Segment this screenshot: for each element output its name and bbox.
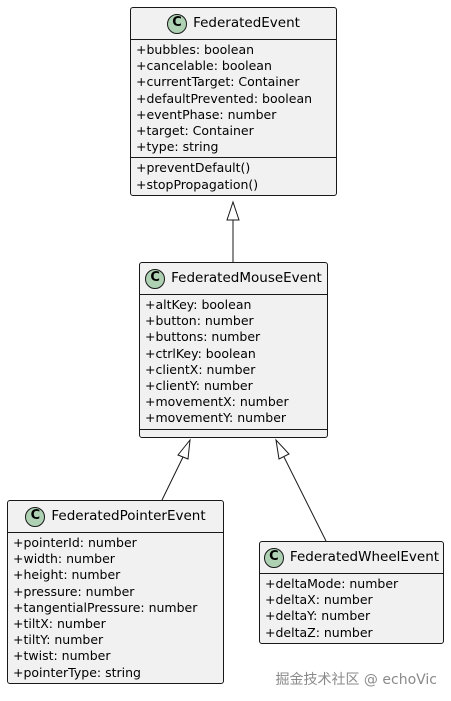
field: +tiltY: number [13, 632, 104, 648]
field: +ctrlKey: boolean [145, 345, 256, 361]
field: +bubbles: boolean [136, 42, 255, 57]
field: +defaultPrevented: boolean [136, 90, 313, 106]
field: +pointerType: string [13, 664, 141, 680]
watermark-text: 掘金技术社区 @ echoVic [275, 672, 437, 688]
field: +movementX: number [145, 394, 289, 410]
fields-section: +deltaMode: number +deltaX: number +delt… [260, 574, 443, 643]
class-c-icon: C [25, 506, 46, 527]
field: +pointerId: number [13, 535, 137, 550]
field: +height: number [13, 567, 121, 583]
class-c-icon: C [145, 268, 166, 289]
methods-section [140, 430, 327, 437]
class-name: FederatedWheelEvent [289, 549, 440, 566]
methods-section: +preventDefault() +stopPropagation() [131, 158, 336, 194]
class-name: FederatedPointerEvent [51, 508, 206, 525]
generalization-arrowhead [177, 438, 191, 460]
field: +cancelable: boolean [136, 58, 272, 74]
field: +eventPhase: number [136, 106, 277, 122]
field: +width: number [13, 551, 115, 567]
fields-section: +pointerId: number +width: number +heigh… [8, 533, 223, 683]
field: +deltaZ: number [265, 624, 373, 640]
class-header: C FederatedPointerEvent [8, 501, 223, 533]
class-header: C FederatedEvent [131, 8, 336, 40]
field: +currentTarget: Container [136, 74, 300, 90]
field: +clientY: number [145, 378, 253, 394]
field: +movementY: number [145, 410, 287, 426]
field: +pressure: number [13, 583, 135, 599]
generalization-arrowhead [226, 200, 240, 221]
field: +button: number [145, 313, 254, 329]
generalization-arrowhead [275, 438, 290, 460]
field: +altKey: boolean [145, 297, 252, 312]
class-federated-pointer-event: C FederatedPointerEvent +pointerId: numb… [7, 500, 224, 684]
class-federated-mouse-event: C FederatedMouseEvent +altKey: boolean +… [139, 262, 328, 438]
field: +type: string [136, 139, 219, 155]
field: +target: Container [136, 123, 254, 139]
class-name: FederatedMouseEvent [171, 270, 322, 287]
field: +tiltX: number [13, 616, 106, 632]
class-c-icon: C [167, 13, 188, 34]
edge-wheel-to-mouse [283, 456, 327, 542]
class-header: C FederatedWheelEvent [260, 542, 443, 574]
class-federated-event: C FederatedEvent +bubbles: boolean +canc… [130, 7, 337, 196]
fields-section: +bubbles: boolean +cancelable: boolean +… [131, 40, 336, 159]
edge-pointer-to-mouse [161, 456, 184, 501]
field: +twist: number [13, 648, 111, 664]
field: +deltaY: number [265, 608, 371, 624]
fields-section: +altKey: boolean +button: number +button… [140, 295, 327, 430]
class-c-icon: C [263, 547, 284, 568]
method: +preventDefault() [136, 160, 251, 176]
field: +deltaX: number [265, 592, 373, 608]
class-federated-wheel-event: C FederatedWheelEvent +deltaMode: number… [259, 541, 444, 644]
class-header: C FederatedMouseEvent [140, 263, 327, 295]
field: +tangentialPressure: number [13, 599, 198, 615]
field: +buttons: number [145, 329, 261, 345]
method: +stopPropagation() [136, 176, 259, 192]
field: +clientX: number [145, 361, 256, 377]
class-name: FederatedEvent [193, 15, 300, 32]
field: +deltaMode: number [265, 576, 399, 591]
